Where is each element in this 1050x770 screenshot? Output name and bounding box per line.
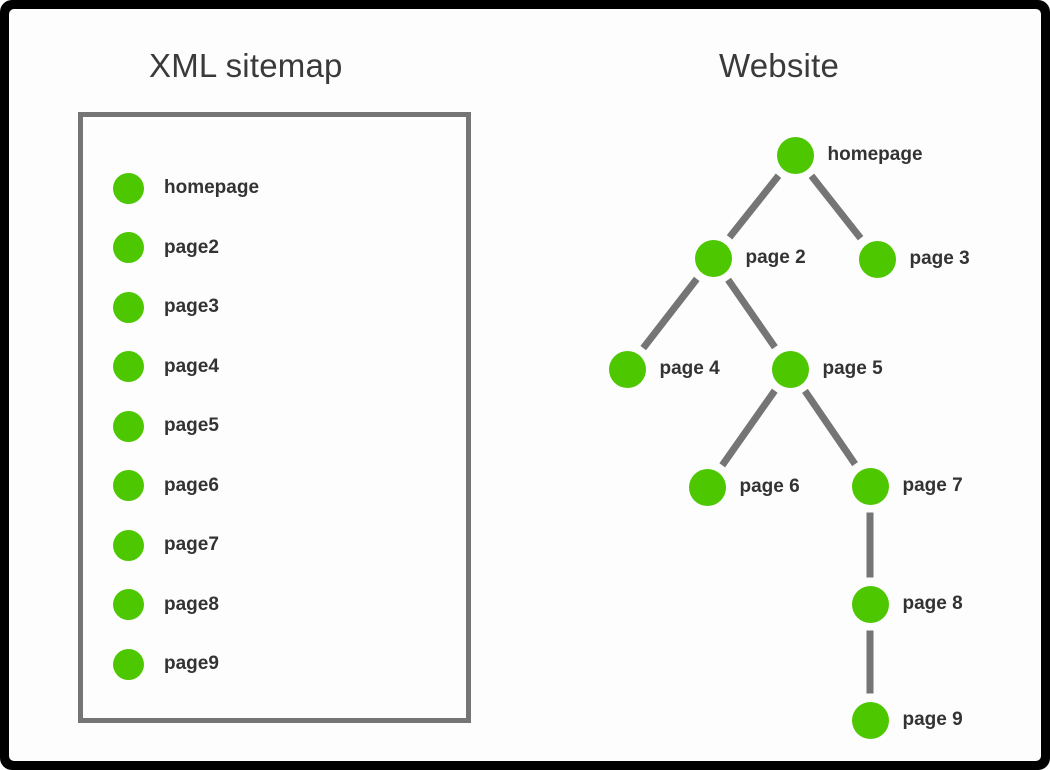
sitemap-list-item-label: page5 (164, 415, 219, 436)
sitemap-list-item-label: page9 (164, 653, 219, 674)
website-title: Website (719, 47, 840, 84)
sitemap-list-item[interactable]: homepage (113, 172, 259, 204)
page-node-icon (113, 172, 144, 204)
page-node-icon (113, 291, 144, 323)
sitemap-list-item-label: page7 (164, 534, 219, 555)
sitemap-list-item[interactable]: page8 (113, 589, 219, 621)
page-node-icon (113, 232, 144, 263)
sitemap-list-item-label: page8 (164, 593, 219, 615)
tree-edge-page2-to-page4 (640, 276, 700, 351)
xml-sitemap-list: homepage page2 page3 page4 page5 page6 page7 pa… (83, 117, 476, 728)
sitemap-list-item-label: page6 (164, 474, 219, 496)
page-node-icon (113, 410, 144, 442)
page-node-icon (113, 351, 144, 382)
sitemap-list-item[interactable]: page9 (113, 648, 219, 680)
sitemap-list-item[interactable]: page4 (113, 351, 219, 383)
page-node-icon (113, 529, 144, 561)
tree-edge-page2-to-page5 (725, 277, 778, 350)
sitemap-list-item[interactable]: page2 (113, 232, 219, 264)
page-node-icon (113, 589, 144, 620)
page-node-icon (113, 470, 144, 501)
tree-edge-homepage-to-page2 (726, 173, 782, 240)
sitemap-list-item-label: page2 (164, 236, 219, 258)
diagram-canvas: XML sitemap Website homepage page2 page3 pa… (9, 9, 1041, 761)
website-tree-edges (640, 173, 874, 694)
sitemap-list-item[interactable]: page5 (113, 410, 219, 442)
sitemap-list-item[interactable]: page7 (113, 529, 219, 561)
sitemap-list-item[interactable]: page6 (113, 470, 219, 502)
tree-edge-homepage-to-page3 (808, 173, 864, 241)
sitemap-list-item[interactable]: page3 (113, 291, 219, 323)
sitemap-list-item-label: page4 (164, 355, 219, 377)
page-node-icon (113, 648, 144, 680)
tree-edge-page5-to-page6 (719, 388, 778, 468)
xml-sitemap-title: XML sitemap (149, 47, 343, 84)
tree-edge-page5-to-page7 (802, 388, 858, 467)
sitemap-list-item-label: homepage (164, 177, 260, 198)
xml-sitemap-box: homepage page2 page3 page4 page5 page6 page7 pa… (78, 112, 471, 723)
sitemap-list-item-label: page3 (164, 296, 219, 317)
